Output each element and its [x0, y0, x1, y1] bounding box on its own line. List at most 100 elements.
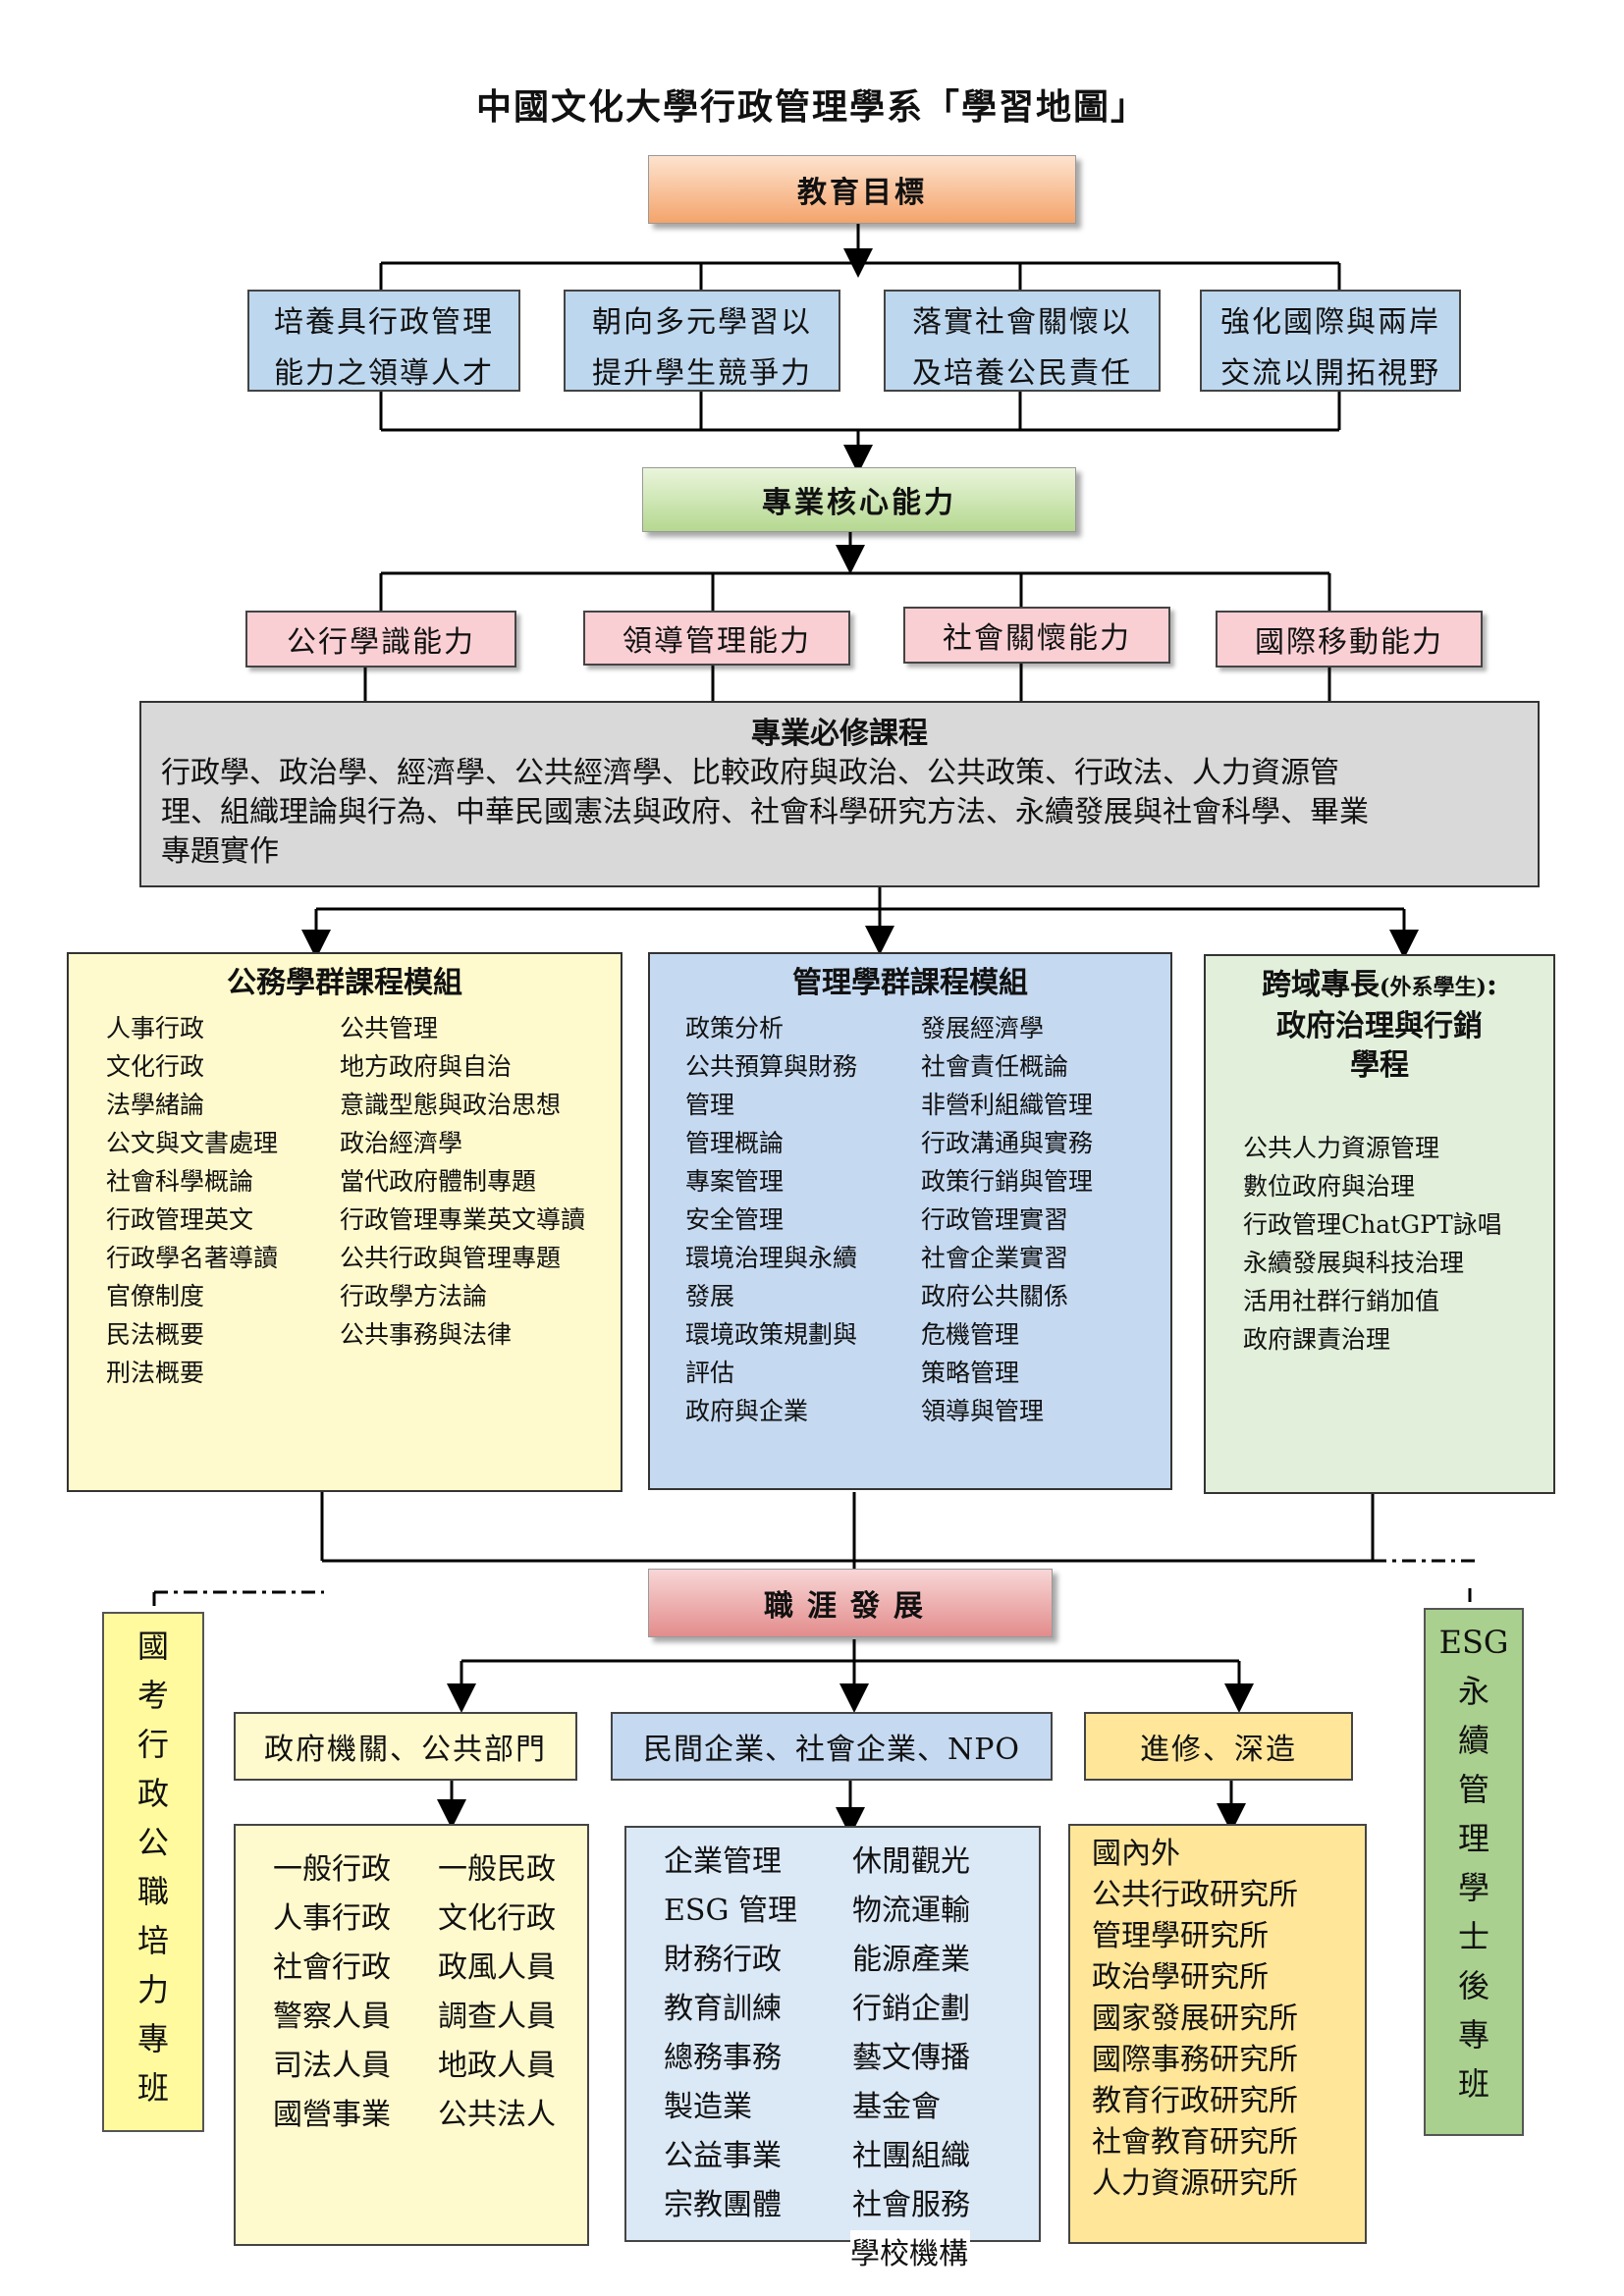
course-item: 公共事務與法律 [340, 1320, 513, 1349]
job-item: 司法人員 [273, 2049, 391, 2083]
course-item: 行政管理專業英文導讀 [340, 1205, 586, 1234]
job-item: 教育訓練 [664, 1992, 782, 2026]
course-item: 公共管理 [340, 1014, 439, 1042]
side-char: 學 [1457, 1869, 1489, 1906]
course-item: 專案管理 [685, 1167, 785, 1196]
job-item: 政風人員 [438, 1950, 556, 1985]
side-char: 管 [1457, 1771, 1489, 1808]
job-item: 調查人員 [438, 2000, 556, 2034]
management-module-box: 管理學群課程模組 政策分析 公共預算與財務 管理 管理概論 專案管理 安全管理 … [648, 952, 1172, 1490]
job-item: 地政人員 [438, 2049, 556, 2083]
course-item: 非營利組織管理 [921, 1091, 1094, 1119]
career-gov-col2: 一般民政 文化行政 政風人員 調查人員 地政人員 公共法人 [438, 1845, 556, 2140]
study-item: 人力資源研究所 [1092, 2166, 1298, 2201]
course-item: 社會責任概論 [921, 1052, 1069, 1081]
goal-line: 及培養公民責任 [912, 356, 1132, 391]
study-item: 政治學研究所 [1092, 1960, 1269, 1995]
job-item: 公益事業 [664, 2139, 782, 2173]
job-item: 人事行政 [273, 1901, 391, 1936]
side-char: 專 [1457, 2016, 1489, 2054]
side-char: 考 [136, 1677, 169, 1714]
course-item: 政府課責治理 [1243, 1325, 1391, 1354]
job-item: 財務行政 [664, 1943, 782, 1977]
course-item: 政策分析 [685, 1014, 785, 1042]
course-item: 政治經濟學 [340, 1129, 463, 1157]
goal-line: 朝向多元學習以 [592, 305, 812, 340]
job-item: 學校機構 [850, 2230, 970, 2279]
course-item: 行政溝通與實務 [921, 1129, 1094, 1157]
course-item: 行政管理實習 [921, 1205, 1069, 1234]
management-module-col2: 發展經濟學 社會責任概論 非營利組織管理 行政溝通與實務 政策行銷與管理 行政管… [921, 1009, 1093, 1430]
side-char: 專 [136, 2020, 169, 2057]
job-item: 能源產業 [852, 1943, 970, 1977]
page-title: 中國文化大學行政管理學系「學習地圖」 [475, 86, 1148, 128]
side-char: 續 [1457, 1722, 1489, 1759]
ability-box-4: 國際移動能力 [1216, 611, 1483, 667]
ability-box-2: 領導管理能力 [583, 611, 850, 666]
goal-box-2: 朝向多元學習以 提升學生競爭力 [564, 290, 840, 392]
job-item: 物流運輸 [852, 1894, 970, 1928]
side-box-right: ESG 永 續 管 理 學 士 後 專 班 [1424, 1608, 1524, 2136]
study-item: 國家發展研究所 [1092, 2002, 1298, 2036]
job-item: 製造業 [664, 2090, 752, 2124]
course-item: 行政學方法論 [340, 1282, 488, 1310]
job-item: 藝文傳播 [852, 2041, 970, 2075]
side-char: 培 [136, 1922, 169, 1959]
goal-line: 交流以開拓視野 [1220, 356, 1440, 391]
study-item: 國際事務研究所 [1092, 2043, 1298, 2077]
course-item: 政府與企業 [685, 1397, 809, 1425]
side-char: 行 [136, 1726, 169, 1763]
goal-box-1: 培養具行政管理 能力之領導人才 [247, 290, 520, 392]
goal-box-3: 落實社會關懷以 及培養公民責任 [884, 290, 1161, 392]
course-item: 當代政府體制專題 [340, 1167, 537, 1196]
side-char: 班 [1457, 2065, 1489, 2103]
side-char: 力 [136, 1971, 169, 2008]
cross-domain-list: 公共人力資源管理 數位政府與治理 行政管理ChatGPT詠唱 永續發展與科技治理… [1243, 1129, 1502, 1359]
core-competency-header: 專業核心能力 [642, 467, 1076, 532]
course-item: 行政管理ChatGPT詠唱 [1243, 1210, 1502, 1239]
course-item: 發展經濟學 [921, 1014, 1045, 1042]
course-item: 管理 [685, 1091, 735, 1119]
course-item: 刑法概要 [106, 1359, 205, 1387]
cross-title-prefix: 跨域專長 [1262, 968, 1380, 1002]
course-item: 公文與文書處理 [106, 1129, 279, 1157]
course-item: 地方政府與自治 [340, 1052, 513, 1081]
public-module-box: 公務學群課程模組 人事行政 文化行政 法學緒論 公文與文書處理 社會科學概論 行… [67, 952, 623, 1492]
side-char: 永 [1457, 1673, 1489, 1710]
course-item: 環境政策規劃與 [685, 1320, 858, 1349]
side-char: 後 [1457, 1967, 1489, 2004]
job-item: 社會行政 [273, 1950, 391, 1985]
management-module-col1: 政策分析 公共預算與財務 管理 管理概論 專案管理 安全管理 環境治理與永續 發… [685, 1009, 857, 1430]
job-item: 國營事業 [273, 2098, 391, 2132]
career-gov-box: 一般行政 人事行政 社會行政 警察人員 司法人員 國營事業 一般民政 文化行政 … [234, 1824, 589, 2246]
study-item: 管理學研究所 [1092, 1919, 1269, 1953]
goal-line: 能力之領導人才 [274, 356, 494, 391]
course-item: 社會科學概論 [106, 1167, 254, 1196]
career-header: 職涯發展 [648, 1569, 1053, 1637]
job-item: 警察人員 [273, 2000, 391, 2034]
required-courses-box: 專業必修課程 行政學、政治學、經濟學、公共經濟學、比較政府與政治、公共政策、行政… [139, 701, 1540, 887]
course-item: 人事行政 [106, 1014, 205, 1042]
course-item: 數位政府與治理 [1243, 1172, 1416, 1201]
cross-domain-module-title: 跨域專長(外系學生): 政府治理與行銷 學程 [1206, 966, 1553, 1086]
cross-title-line2: 政府治理與行銷 [1276, 1009, 1483, 1043]
cross-title-suffix: : [1486, 968, 1497, 1002]
course-item: 永續發展與科技治理 [1243, 1249, 1465, 1277]
course-item: 安全管理 [685, 1205, 785, 1234]
required-courses-title: 專業必修課程 [751, 717, 928, 751]
course-item: 行政管理英文 [106, 1205, 254, 1234]
side-char: 政 [136, 1775, 169, 1812]
cross-title-note: (外系學生) [1380, 975, 1487, 1000]
side-char: 國 [136, 1628, 169, 1665]
course-item: 評估 [685, 1359, 735, 1387]
course-item: 公共人力資源管理 [1243, 1134, 1440, 1162]
side-char: 理 [1457, 1820, 1489, 1857]
course-item: 策略管理 [921, 1359, 1020, 1387]
side-char: 士 [1457, 1918, 1489, 1955]
career-category-private: 民間企業、社會企業、NPO [611, 1712, 1053, 1781]
career-category-study: 進修、深造 [1084, 1712, 1353, 1781]
cross-domain-module-box: 跨域專長(外系學生): 政府治理與行銷 學程 公共人力資源管理 數位政府與治理 … [1204, 954, 1555, 1494]
job-item: 總務事務 [664, 2041, 782, 2075]
course-item: 公共行政與管理專題 [340, 1244, 562, 1272]
